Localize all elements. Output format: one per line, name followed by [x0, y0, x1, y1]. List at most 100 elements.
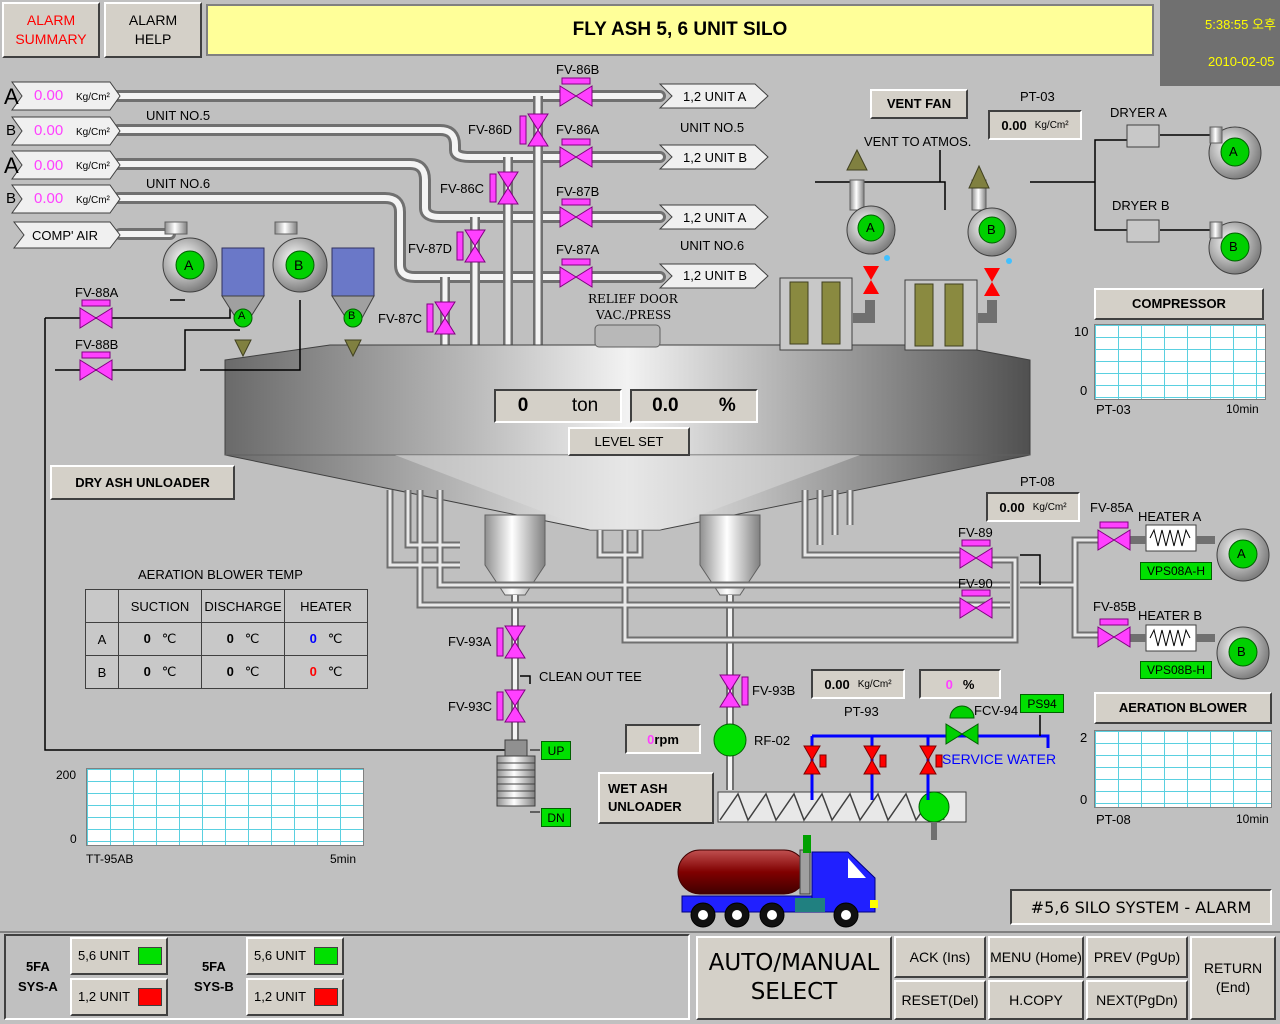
clock-time: 5:38:55 오후 [1205, 17, 1276, 32]
table-corner [85, 589, 119, 623]
valve-fcv94[interactable]: FCV-94 [974, 703, 1019, 718]
next-button[interactable]: NEXT(PgDn) [1086, 980, 1188, 1020]
inlet-3-value: 0.00 [34, 157, 64, 174]
valve-fv93c[interactable]: FV-93C [448, 699, 493, 714]
row-b-discharge: 0 ℃ [201, 655, 285, 689]
silo-level-pct-unit: % [718, 395, 736, 416]
row-b-heater: 0 ℃ [284, 655, 368, 689]
sys-a-unit12-status-lamp [138, 988, 163, 1006]
auto-manual-select-button[interactable]: AUTO/MANUAL SELECT [696, 936, 892, 1020]
valve-fv88b[interactable]: FV-88B [75, 337, 119, 352]
return-button[interactable]: RETURN (End) [1190, 936, 1276, 1020]
pt93-label: PT-93 [844, 704, 879, 719]
trend-pt03-min: 0 [1080, 383, 1088, 398]
valve-fv93b[interactable]: FV-93B [752, 683, 796, 698]
pt93-unit: Kg/Cm² [857, 678, 892, 690]
blower-a-letter: A [1237, 546, 1246, 561]
collector-a-pump-letter: A [184, 257, 194, 273]
water-pct-value: 0 [945, 676, 953, 692]
sys-a-unit56-button[interactable]: 5,6 UNIT [70, 937, 168, 975]
hcopy-button[interactable]: H.COPY [988, 980, 1084, 1020]
valve-fv87c[interactable]: FV-87C [378, 311, 423, 326]
unit6-label: UNIT NO.6 [146, 176, 211, 191]
pt08-value: 0.00 [999, 499, 1025, 515]
outlet-4-label: 1,2 UNIT B [683, 268, 748, 283]
row-b-suction: 0 ℃ [118, 655, 202, 689]
col-heater: HEATER [284, 589, 368, 623]
inlet-2-unit: Kg/Cm² [76, 127, 110, 138]
sys-a-unit56-label: 5,6 UNIT [78, 948, 131, 964]
rf02-label: RF-02 [754, 733, 791, 748]
wet-ash-unloader-button[interactable]: WET ASH UNLOADER [598, 772, 714, 824]
clean-out-tee-label: CLEAN OUT TEE [539, 669, 642, 684]
chute-down-button[interactable]: DN [541, 808, 571, 827]
aeration-blower-button[interactable]: AERATION BLOWER [1094, 692, 1272, 724]
valve-fv87d[interactable]: FV-87D [408, 241, 453, 256]
prev-button[interactable]: PREV (PgUp) [1086, 936, 1188, 978]
row-a-label: A [85, 622, 119, 656]
collector-b-pump-letter: B [294, 257, 304, 273]
unit5-label: UNIT NO.5 [146, 108, 211, 123]
trend-pt03-name: PT-03 [1096, 402, 1131, 417]
trend-pt03-max: 10 [1074, 324, 1089, 339]
sys-b-unit12-button[interactable]: 1,2 UNIT [246, 978, 344, 1016]
ack-button[interactable]: ACK (Ins) [894, 936, 986, 978]
valve-fv86d[interactable]: FV-86D [468, 122, 513, 137]
sys-a-unit56-status-lamp [138, 947, 163, 965]
rotary-b-letter: B [348, 310, 356, 322]
valve-fv87a[interactable]: FV-87A [556, 242, 600, 257]
pt03-value: 0.00 [1001, 117, 1027, 133]
vent-fan-button[interactable]: VENT FAN [870, 89, 968, 119]
trend-pt08-max: 2 [1080, 730, 1088, 745]
pt08-unit: Kg/Cm² [1032, 501, 1067, 513]
valve-fv88a[interactable]: FV-88A [75, 285, 119, 300]
valve-fv90[interactable]: FV-90 [958, 576, 993, 591]
sys-b-unit56-label: 5,6 UNIT [254, 948, 307, 964]
valve-fv93a[interactable]: FV-93A [448, 634, 492, 649]
rotary-a-letter: A [238, 310, 246, 322]
dry-ash-unloader-button[interactable]: DRY ASH UNLOADER [50, 465, 235, 500]
sys-b-unit56-button[interactable]: 5,6 UNIT [246, 937, 344, 975]
silo-level-pct-readout: 0.0 % [630, 389, 758, 423]
sys-b-unit12-status-lamp [314, 988, 339, 1006]
blower-b-letter: B [1237, 644, 1246, 659]
sys-a-unit12-button[interactable]: 1,2 UNIT [70, 978, 168, 1016]
chute-up-button[interactable]: UP [541, 741, 571, 760]
reset-button[interactable]: RESET(Del) [894, 980, 986, 1020]
valve-fv87b[interactable]: FV-87B [556, 184, 600, 199]
page-title: FLY ASH 5, 6 UNIT SILO [206, 4, 1154, 56]
dryer-a-label: DRYER A [1110, 105, 1167, 120]
inlet-2-letter: B [6, 122, 17, 139]
alarm-help-button[interactable]: ALARM HELP [104, 2, 202, 58]
trend-tt95-chart [86, 768, 364, 846]
vac-press-label: VAC./PRESS [596, 308, 672, 322]
compressor-b-letter: B [1229, 239, 1238, 254]
trend-pt03-chart [1094, 324, 1266, 400]
valve-fv89[interactable]: FV-89 [958, 525, 993, 540]
inlet-3-unit: Kg/Cm² [76, 161, 110, 172]
aeration-temp-table: SUCTION DISCHARGE HEATER A 0 ℃ 0 ℃ 0 ℃ B… [85, 589, 368, 689]
row-b-label: B [85, 655, 119, 689]
valve-fv86a[interactable]: FV-86A [556, 122, 600, 137]
level-set-button[interactable]: LEVEL SET [568, 427, 690, 456]
dryer-b-label: DRYER B [1112, 198, 1170, 213]
vps08b-status: VPS08B-H [1140, 661, 1212, 679]
clock-date: 2010-02-05 [1208, 54, 1275, 69]
pt08-readout: 0.00 Kg/Cm² [986, 492, 1080, 522]
outlet-2-label: 1,2 UNIT B [683, 150, 748, 165]
valve-fv85a[interactable]: FV-85A [1090, 500, 1134, 515]
compressor-button[interactable]: COMPRESSOR [1094, 288, 1264, 320]
trend-tt95-span: 5min [330, 852, 357, 866]
valve-fv86b[interactable]: FV-86B [556, 62, 600, 77]
valve-fv86c[interactable]: FV-86C [440, 181, 485, 196]
menu-button[interactable]: MENU (Home) [988, 936, 1084, 978]
col-suction: SUCTION [118, 589, 202, 623]
alarm-summary-button[interactable]: ALARM SUMMARY [2, 2, 100, 58]
valve-fv85b[interactable]: FV-85B [1093, 599, 1137, 614]
trend-pt08-span: 10min [1236, 812, 1269, 826]
sys-b-unit12-label: 1,2 UNIT [254, 989, 307, 1005]
vent-fan-b-letter: B [987, 222, 996, 237]
relief-door-label: RELIEF DOOR [588, 292, 678, 306]
col-discharge: DISCHARGE [201, 589, 285, 623]
trend-pt03-span: 10min [1226, 402, 1259, 416]
